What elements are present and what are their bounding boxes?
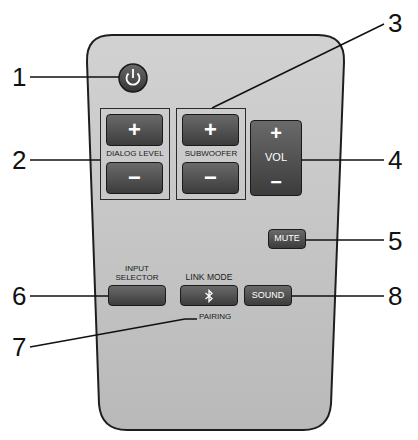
button-label: VOL (265, 152, 287, 164)
leader-line (306, 239, 384, 241)
callout-number: 3 (388, 10, 402, 36)
leader-line (302, 159, 384, 161)
callout-number: 1 (12, 64, 26, 90)
button-label: PAIRING (199, 313, 231, 321)
button-label: MUTE (274, 234, 300, 243)
pairing-dash (185, 318, 197, 320)
leader-line (292, 295, 384, 297)
input-selector-button: INPUT SELECTOR (108, 285, 166, 306)
leader-line (212, 24, 384, 108)
callout-number: 5 (388, 228, 402, 254)
mute-button: MUTE (268, 229, 306, 249)
link-mode-button: LINK MODEPAIRING (180, 285, 238, 306)
callout-number: 2 (12, 147, 26, 173)
button-label: LINK MODE (186, 273, 233, 282)
button-group: SUBWOOFER + − (176, 108, 246, 200)
bluetooth-icon (204, 289, 214, 303)
callout-number: 8 (388, 283, 402, 309)
volume-button: + VOL − (250, 120, 302, 196)
button-group: DIALOG LEVEL + − (100, 108, 170, 200)
power-button (119, 64, 147, 92)
button-label: − (128, 166, 141, 189)
leader-lines (30, 24, 384, 347)
plus-button: + (182, 114, 239, 146)
leader-line (30, 319, 185, 347)
leader-line (30, 295, 108, 297)
button-label: SOUND (252, 291, 285, 300)
minus-button: − (106, 162, 163, 194)
leader-line (30, 159, 100, 161)
callout-number: 6 (12, 283, 26, 309)
button-label: + (128, 118, 141, 141)
callout-number: 7 (12, 334, 26, 360)
button-label: + (270, 123, 282, 144)
button-label: + (204, 118, 217, 141)
button-label: DIALOG LEVEL (106, 150, 163, 158)
callout-number: 4 (388, 147, 402, 173)
minus-button: − (182, 162, 239, 194)
leader-line (30, 76, 119, 78)
button-label: INPUT SELECTOR (111, 265, 163, 282)
button-label: SUBWOOFER (185, 150, 237, 158)
button-label: − (270, 172, 282, 193)
remote-body (87, 35, 344, 430)
sound-button: SOUND (244, 285, 292, 306)
button-label: − (204, 166, 217, 189)
power-symbol (132, 69, 134, 78)
plus-button: + (106, 114, 163, 146)
